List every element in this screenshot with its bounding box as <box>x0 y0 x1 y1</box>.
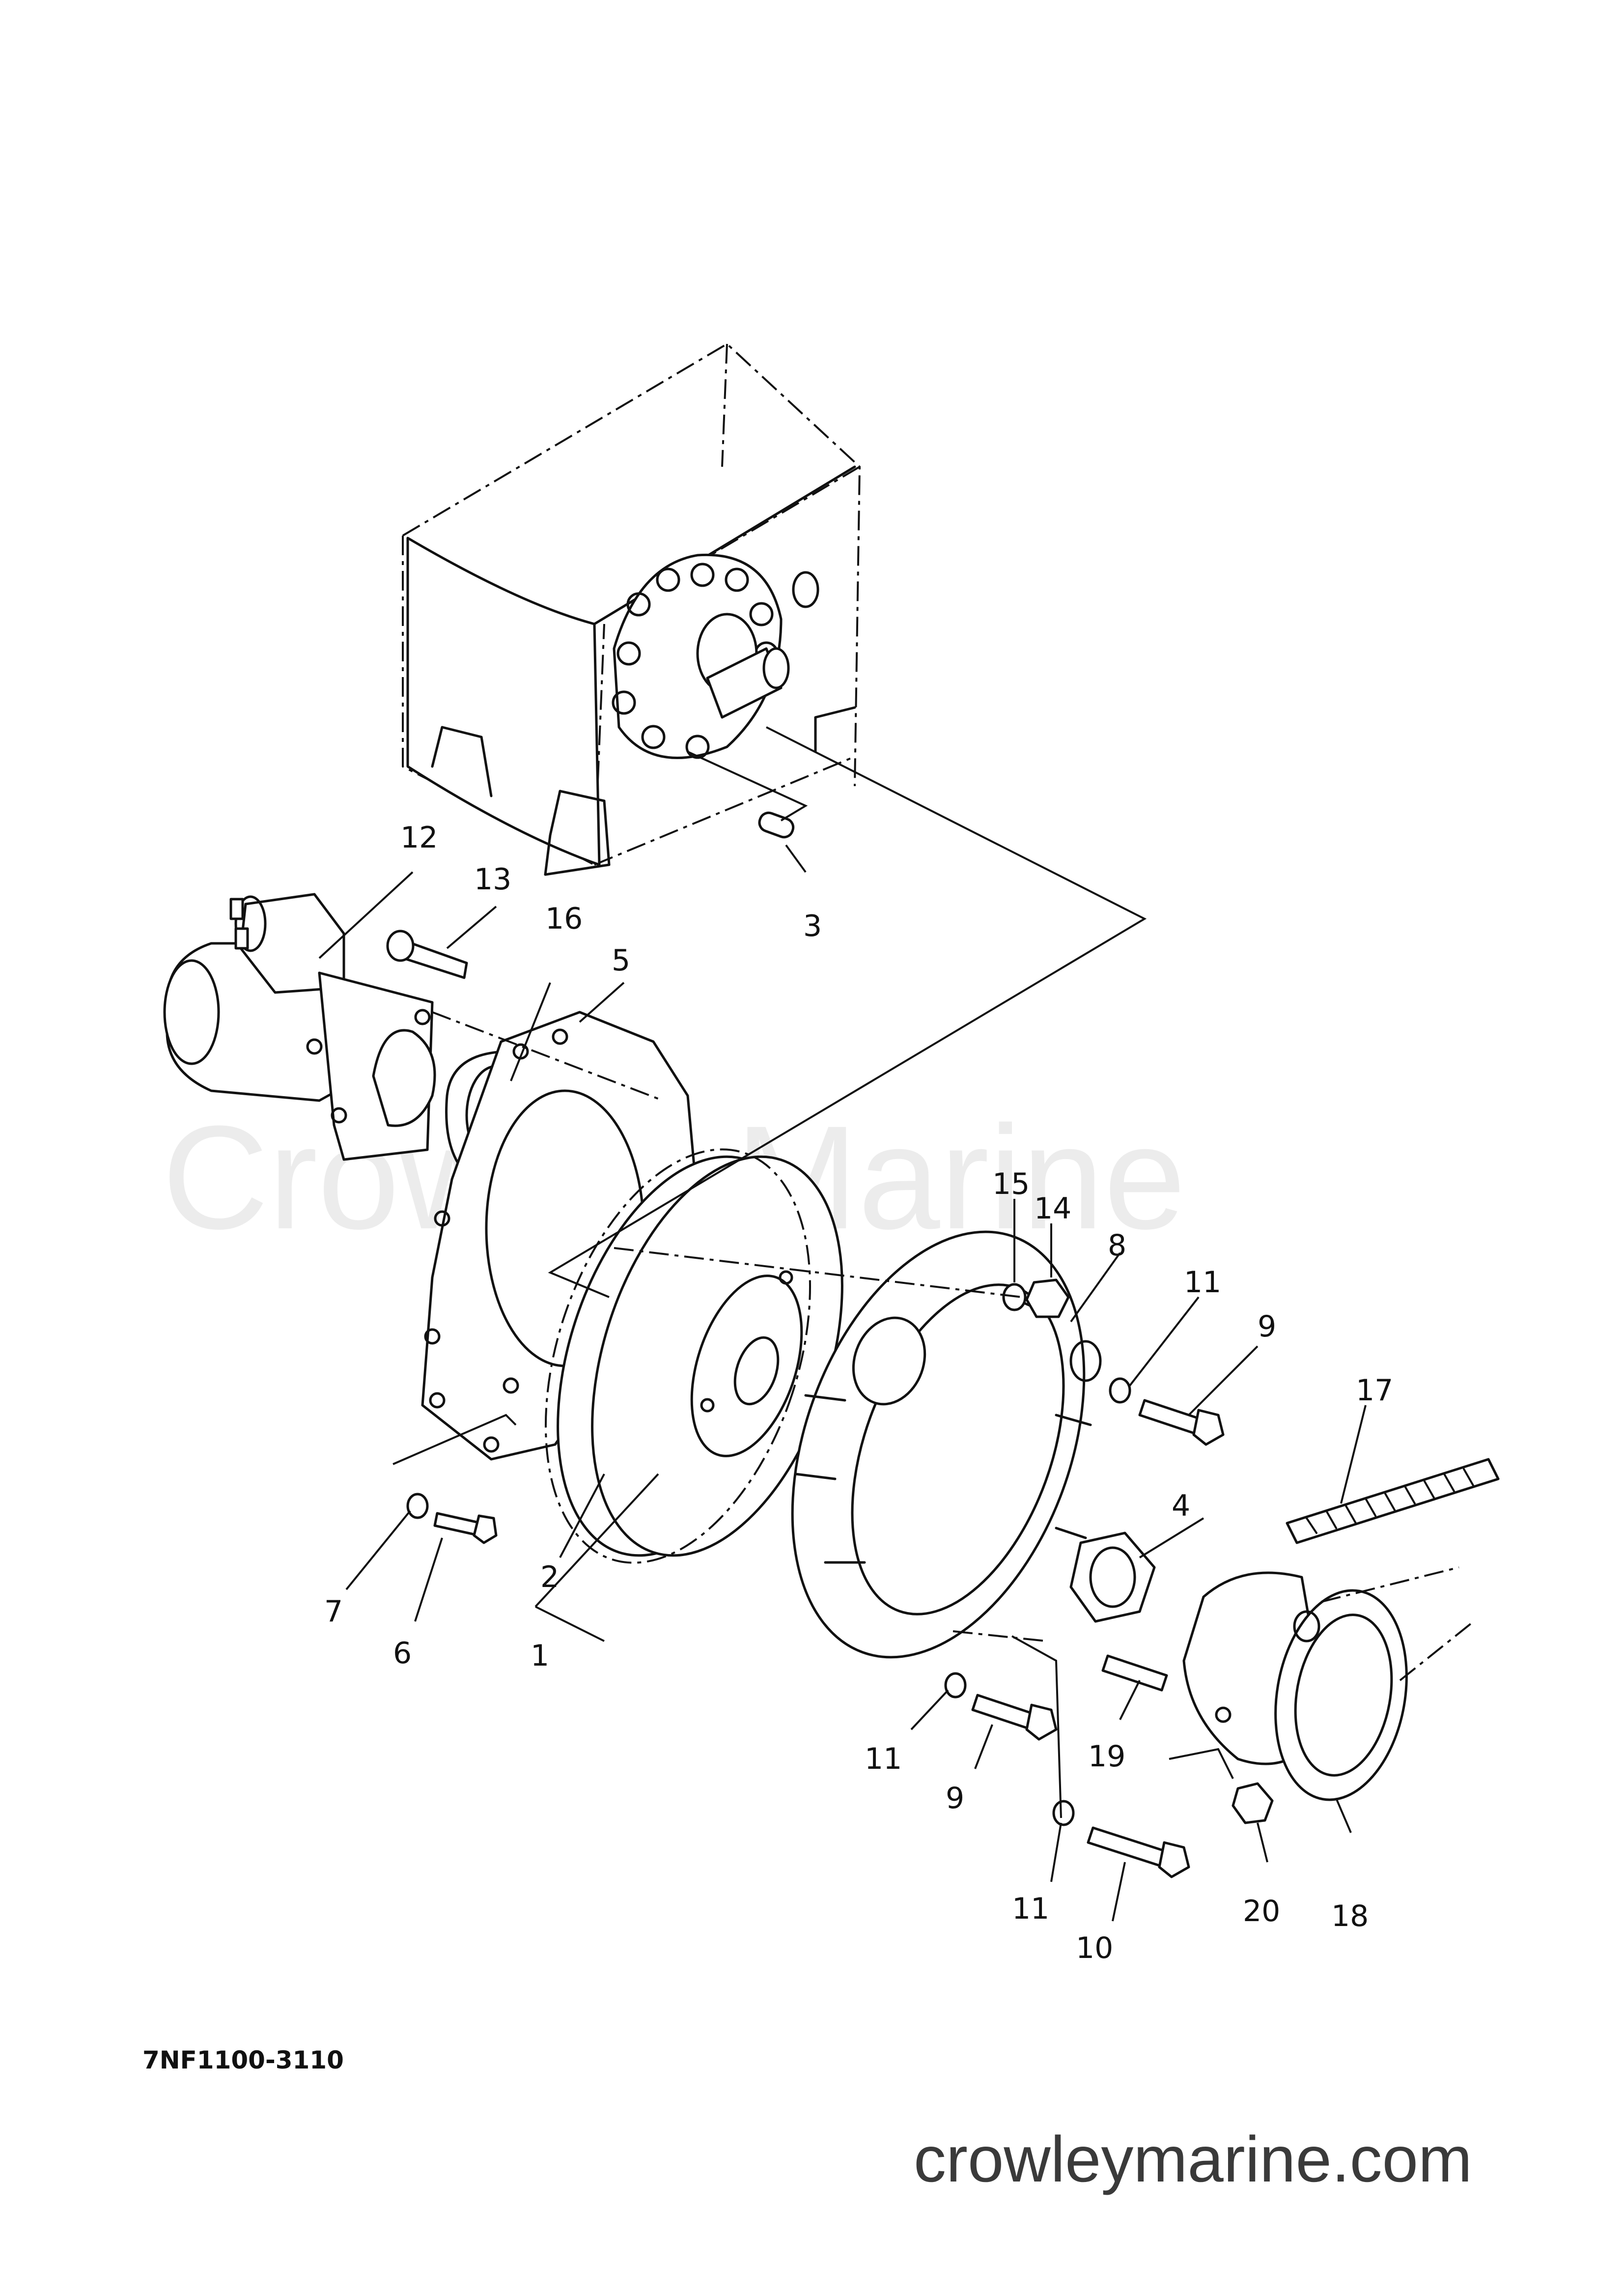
callout-16: 16 <box>545 902 583 936</box>
drawing-code: 7NF1100-3110 <box>142 2046 344 2074</box>
callout-15: 15 <box>992 1167 1030 1201</box>
callout-18: 18 <box>1331 1899 1369 1933</box>
flexible-coupling <box>791 1230 1102 1659</box>
engine-block-phantom <box>402 342 861 876</box>
callout-17: 17 <box>1356 1373 1393 1408</box>
callout-9b: 9 <box>946 1781 964 1815</box>
callout-8: 8 <box>1108 1228 1126 1263</box>
assembly-center-lines <box>392 726 1475 1818</box>
engine-output-flange <box>612 553 819 759</box>
coupling-bolts <box>944 1377 1225 1878</box>
callout-leaders <box>318 844 1367 1922</box>
callout-labels: 1 2 3 4 5 6 7 8 9 9 10 11 11 11 12 13 14… <box>324 821 1393 1965</box>
callout-11a: 11 <box>1184 1265 1221 1300</box>
starter-motor <box>163 893 436 1161</box>
shaft-nut <box>1069 1531 1156 1623</box>
damper-nut <box>1232 1782 1274 1824</box>
callout-6: 6 <box>393 1636 412 1671</box>
callout-9a: 9 <box>1258 1309 1276 1344</box>
callout-20: 20 <box>1243 1894 1280 1928</box>
callout-19: 19 <box>1088 1739 1125 1774</box>
callout-7: 7 <box>324 1594 343 1629</box>
stud-bolt <box>1101 1654 1168 1692</box>
site-url: crowleymarine.com <box>914 2123 1472 2195</box>
callout-13: 13 <box>474 862 511 897</box>
callout-3: 3 <box>803 909 822 943</box>
plate-bolt <box>406 1493 498 1544</box>
callout-4: 4 <box>1172 1489 1190 1523</box>
callout-11b: 11 <box>865 1742 902 1776</box>
flywheel-assembly <box>544 1148 843 1564</box>
callout-10: 10 <box>1076 1931 1113 1965</box>
callout-11c: 11 <box>1012 1892 1049 1926</box>
callout-5: 5 <box>612 943 630 978</box>
starter-bolt <box>386 930 468 979</box>
callout-14: 14 <box>1034 1191 1071 1226</box>
damper-plate <box>1182 1571 1408 1801</box>
drive-shaft <box>1286 1458 1500 1544</box>
callout-12: 12 <box>400 821 438 855</box>
callout-1: 1 <box>531 1639 549 1673</box>
callout-2: 2 <box>540 1560 559 1594</box>
